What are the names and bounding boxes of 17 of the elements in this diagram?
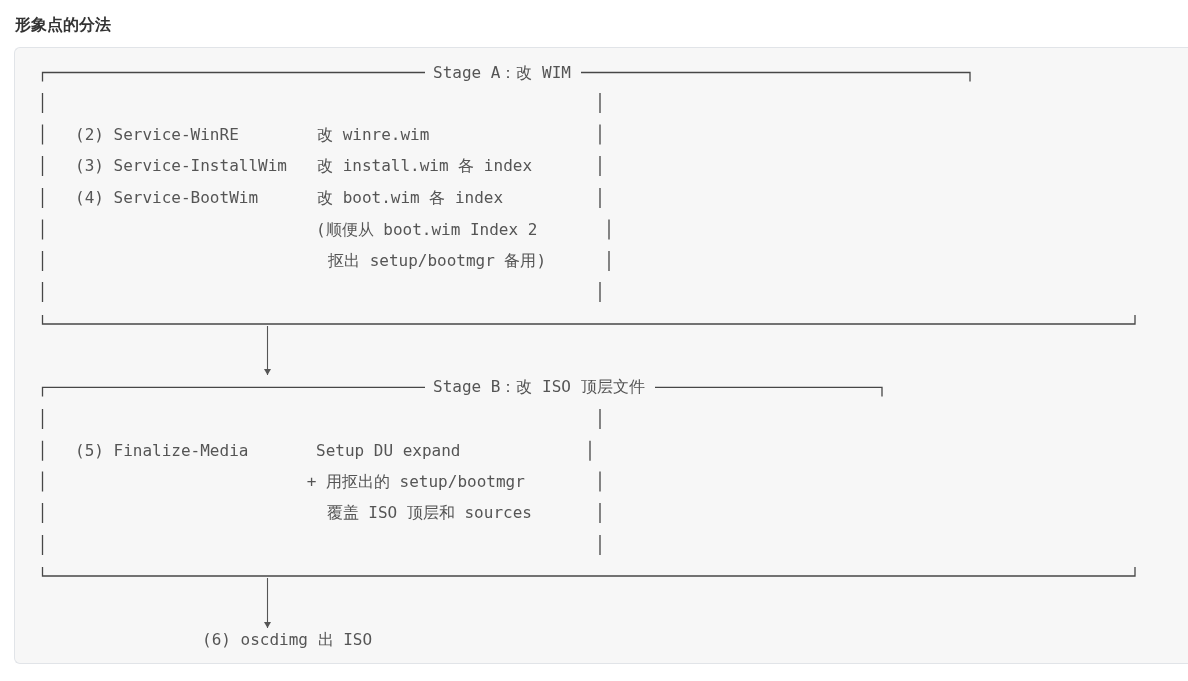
step-label: (6) oscdimg 出 ISO <box>202 629 373 651</box>
stage-box <box>42 376 1138 577</box>
step-name: (5) Finalize-Media <box>75 439 249 462</box>
arrow <box>264 325 271 376</box>
step-action: Setup DU expand <box>316 439 461 462</box>
step-name: (3) Service-InstallWim <box>75 155 287 177</box>
stage-title: Stage A：改 WIM <box>433 61 571 84</box>
step-action: 改 boot.wim 各 index <box>317 187 504 209</box>
section-title: 形象点的分法 <box>15 14 111 36</box>
step-action: 改 install.wim 各 index <box>317 155 533 177</box>
step-name: (4) Service-BootWim <box>75 187 259 209</box>
step-name: (2) Service-WinRE <box>75 123 239 146</box>
arrow <box>264 577 271 629</box>
stage-title: Stage B：改 ISO 顶层文件 <box>433 376 645 399</box>
step-note: (顺便从 boot.wim Index 2 抠出 setup/bootmgr 备用) <box>316 218 548 273</box>
step-action: + 用抠出的 setup/bootmgr 覆盖 ISO 顶层和 sources <box>306 470 533 525</box>
step-action: 改 winre.wim <box>317 123 430 146</box>
